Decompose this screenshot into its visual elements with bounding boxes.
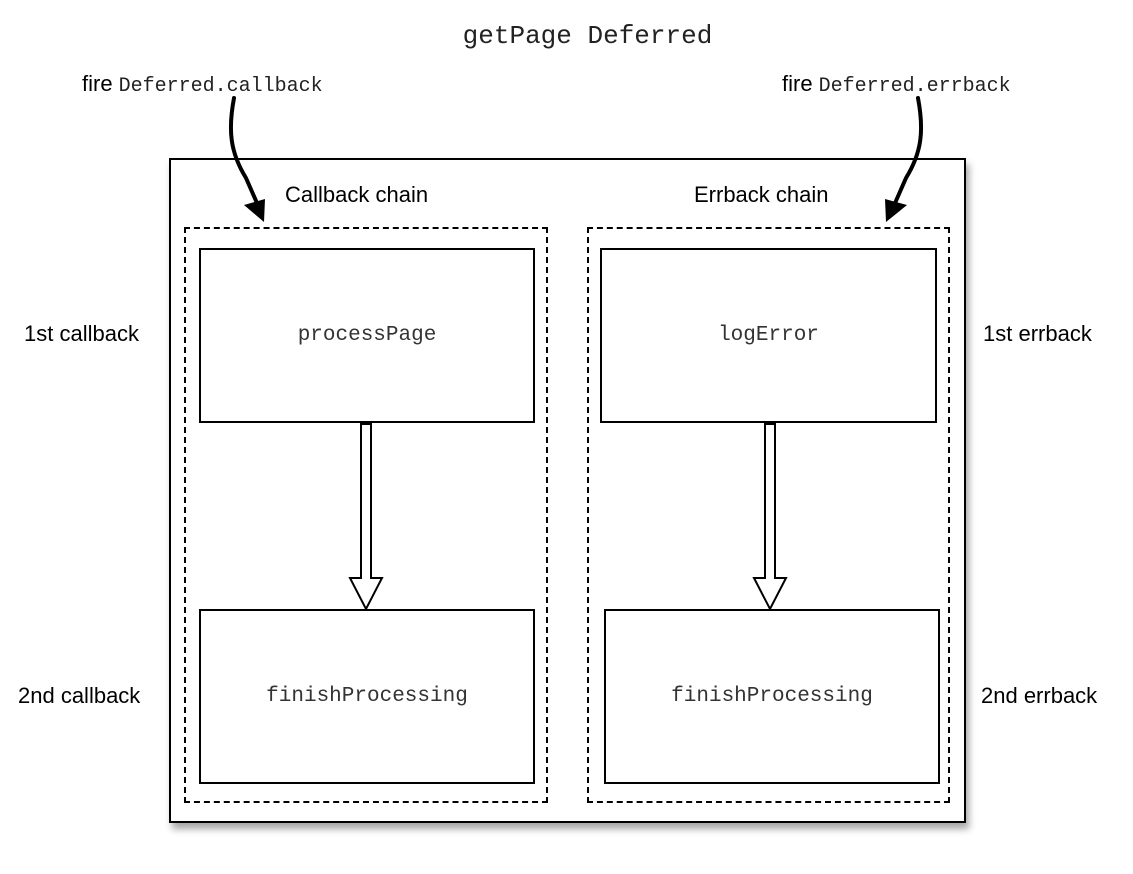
log-error-box: logError [600,248,937,423]
first-errback-label: 1st errback [983,321,1092,346]
second-errback-label: 2nd errback [981,683,1098,708]
process-page-label: processPage [297,324,437,347]
second-callback-label: 2nd callback [18,683,141,708]
finish-processing-errback-box: finishProcessing [604,609,940,784]
diagram-title: getPage Deferred [462,21,713,51]
log-error-label: logError [718,324,819,347]
errback-chain-title: Errback chain [694,182,829,207]
finish-processing-callback-box: finishProcessing [199,609,535,784]
fire-errback-code: Deferred.errback [818,75,1011,98]
finish-processing-callback-label: finishProcessing [266,685,468,708]
first-callback-label: 1st callback [24,321,139,346]
fire-errback-prefix: fire [782,71,813,96]
fire-callback-prefix: fire [82,71,113,96]
errback-chain-group [587,227,950,803]
fire-callback-code: Deferred.callback [118,75,323,98]
callback-chain-group [184,227,548,803]
callback-chain-title: Callback chain [285,182,429,207]
finish-processing-errback-label: finishProcessing [671,685,873,708]
process-page-box: processPage [199,248,535,423]
